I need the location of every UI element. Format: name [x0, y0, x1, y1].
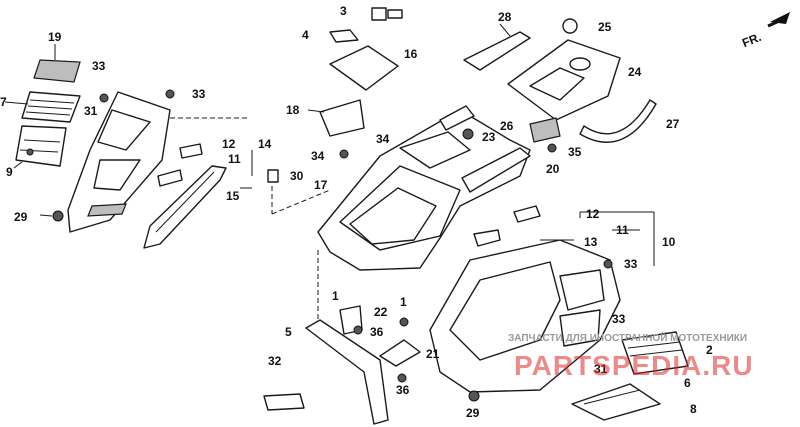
callout-2: 2	[706, 343, 713, 357]
part-32-bracket	[263, 393, 305, 411]
callout-10: 10	[662, 235, 676, 249]
callout-34b: 34	[311, 149, 325, 163]
callout-24: 24	[628, 65, 642, 79]
callout-33c: 33	[624, 257, 638, 271]
callout-1b: 1	[400, 295, 407, 309]
part-4-clip	[329, 29, 359, 43]
callout-11b: 11	[616, 223, 629, 237]
part-3-lock-cylinder	[371, 7, 403, 21]
callout-34: 34	[376, 132, 390, 146]
part-29-screw-bottom	[468, 390, 480, 402]
callout-12: 12	[222, 137, 236, 151]
part-36-clip-b	[397, 373, 407, 383]
callout-33b: 33	[192, 87, 206, 101]
part-7-vent	[4, 91, 81, 123]
part-9-bracket	[13, 125, 67, 169]
part-16-lid	[329, 45, 399, 91]
callout-14: 14	[258, 137, 272, 151]
part-1-clip	[399, 317, 409, 327]
part-33-clip-right	[603, 259, 613, 269]
callout-36b: 36	[396, 383, 410, 397]
callout-21: 21	[426, 347, 440, 361]
part-21-bracket	[379, 339, 421, 367]
callout-29b: 29	[466, 406, 480, 420]
callout-19: 19	[48, 30, 62, 44]
callout-28: 28	[498, 10, 512, 24]
callout-36: 36	[370, 325, 384, 339]
callout-33d: 33	[612, 312, 626, 326]
part-13-pad	[473, 229, 501, 247]
callout-12b: 12	[586, 207, 600, 221]
callout-4: 4	[302, 28, 309, 42]
watermark-text: ЗАПЧАСТИ ДЛЯ ИНОСТРАННОЙ МОТОТЕХНИКИ	[508, 333, 748, 344]
callout-30: 30	[290, 169, 304, 183]
callout-25: 25	[598, 20, 612, 34]
callout-31: 31	[84, 104, 98, 118]
callout-18: 18	[286, 103, 300, 117]
part-25-grommet	[562, 18, 578, 34]
callout-22: 22	[374, 305, 388, 319]
part-6-vent	[621, 331, 689, 375]
callout-23: 23	[482, 130, 496, 144]
watermark-logo: PARTSPEDIA.RU	[514, 350, 754, 381]
right-side-panel	[429, 239, 621, 393]
center-console	[317, 105, 531, 271]
left-side-panel	[67, 91, 171, 233]
callout-29: 29	[14, 210, 28, 224]
part-36-clip-a	[353, 325, 363, 335]
callout-27: 27	[666, 117, 680, 131]
part-33-clip-top	[165, 89, 175, 99]
callout-8: 8	[690, 402, 697, 416]
part-28-bracket	[463, 23, 531, 71]
part-24-tray	[507, 39, 621, 121]
callout-32: 32	[268, 354, 282, 368]
callout-31b: 31	[594, 362, 608, 376]
part-23-clip	[462, 128, 474, 140]
part-11-pad-right	[513, 205, 541, 223]
callout-13: 13	[584, 235, 598, 249]
part-26-pad	[529, 117, 561, 143]
callout-7: 7	[0, 95, 7, 109]
part-33-clip-left	[99, 93, 109, 103]
callout-5: 5	[285, 325, 292, 339]
part-11-small-lid-b	[157, 169, 183, 187]
part-19-panel	[33, 44, 81, 83]
part-29-screw-left	[39, 210, 64, 222]
part-18-bracket	[307, 99, 365, 137]
callout-11: 11	[228, 152, 241, 166]
callout-16: 16	[404, 47, 418, 61]
callout-9: 9	[6, 165, 13, 179]
part-34-screw	[339, 149, 349, 159]
callout-33: 33	[92, 59, 106, 73]
part-27-strap	[579, 99, 657, 143]
callout-26: 26	[500, 119, 514, 133]
callout-20: 20	[546, 162, 560, 176]
callout-35: 35	[568, 145, 582, 159]
callout-3: 3	[340, 4, 347, 18]
callout-1: 1	[332, 289, 339, 303]
part-11-small-lid	[179, 143, 203, 159]
callout-6: 6	[684, 376, 691, 390]
front-arrow-icon	[767, 12, 790, 28]
part-30-clip	[267, 169, 279, 214]
part-8-bracket	[571, 383, 661, 421]
callout-17: 17	[314, 178, 328, 192]
callout-15: 15	[226, 189, 240, 203]
part-35-clip	[547, 143, 557, 153]
part-5-support	[305, 250, 389, 425]
part-15-panel	[143, 165, 227, 249]
